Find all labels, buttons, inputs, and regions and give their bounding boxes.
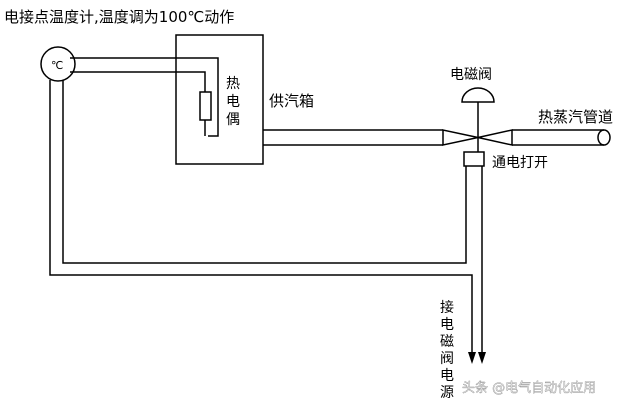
steam-pipe (263, 129, 611, 146)
svg-text:电: 电 (440, 317, 454, 333)
svg-text:电: 电 (440, 368, 454, 384)
thermocouple-wires (70, 57, 219, 137)
solenoid-valve (442, 87, 513, 152)
thermocouple-label: 热 电 偶 (226, 76, 240, 128)
box-label: 供汽箱 (269, 92, 314, 110)
power-label: 接 电 磁 阀 电 源 (440, 299, 454, 401)
svg-text:源: 源 (440, 385, 454, 401)
gauge-circle (40, 46, 76, 82)
solenoid-coil (463, 151, 485, 167)
thermocouple-element (199, 91, 212, 121)
diagram-title: 电接点温度计,温度调为100℃动作 (4, 8, 234, 26)
svg-text:磁: 磁 (440, 334, 454, 350)
control-wires (49, 80, 483, 360)
power-arrows (468, 352, 486, 364)
steam-box (175, 34, 264, 165)
svg-text:电: 电 (226, 94, 240, 110)
svg-text:热: 热 (226, 76, 240, 92)
gauge-unit-label: ℃ (51, 59, 63, 72)
valve-label: 电磁阀 (450, 67, 492, 83)
open-label: 通电打开 (492, 154, 548, 171)
pipe-label: 热蒸汽管道 (538, 108, 613, 126)
watermark-text: 头条 @电气自动化应用 (462, 380, 596, 396)
svg-text:接: 接 (440, 299, 454, 316)
svg-text:偶: 偶 (226, 112, 240, 128)
thermometer-gauge: ℃ (40, 46, 76, 82)
svg-text:阀: 阀 (440, 351, 454, 367)
